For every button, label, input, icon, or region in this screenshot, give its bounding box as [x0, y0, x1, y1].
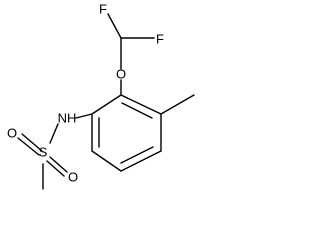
bond-s-o-bottom-b — [46, 160, 65, 177]
ether-oxygen-label: O — [116, 66, 126, 81]
ring-bond-c1-c2 — [120, 94, 162, 115]
bond-ring-nh — [75, 113, 93, 119]
sulfur-label: S — [39, 144, 48, 159]
chemical-structure-canvas: F F O NH S O O — [6, 1, 195, 190]
ring-double-bond-top — [121, 102, 153, 119]
bond-s-o-bottom-a — [49, 156, 68, 173]
ring-bond-c6-c1 — [91, 94, 122, 115]
molecule-drawing: F F O NH S O O — [7, 1, 195, 190]
ring-bond-c4-c5 — [91, 150, 122, 172]
bond-s-o-top-a — [17, 137, 40, 156]
amine-nh-label: NH — [58, 110, 77, 125]
sulfonyl-oxygen-bottom-label: O — [68, 169, 78, 184]
ring-double-bond-right — [120, 146, 154, 164]
sulfonyl-oxygen-top-label: O — [7, 125, 17, 140]
fluorine-left-label: F — [99, 1, 107, 16]
bond-f-left-c — [107, 13, 122, 39]
fluorine-right-label: F — [156, 31, 164, 46]
bond-s-o-top-b — [21, 133, 43, 152]
bond-ring-methyl — [160, 94, 195, 115]
ring-bond-c3-c4 — [120, 150, 162, 172]
bond-nh-sulfur — [49, 123, 59, 144]
